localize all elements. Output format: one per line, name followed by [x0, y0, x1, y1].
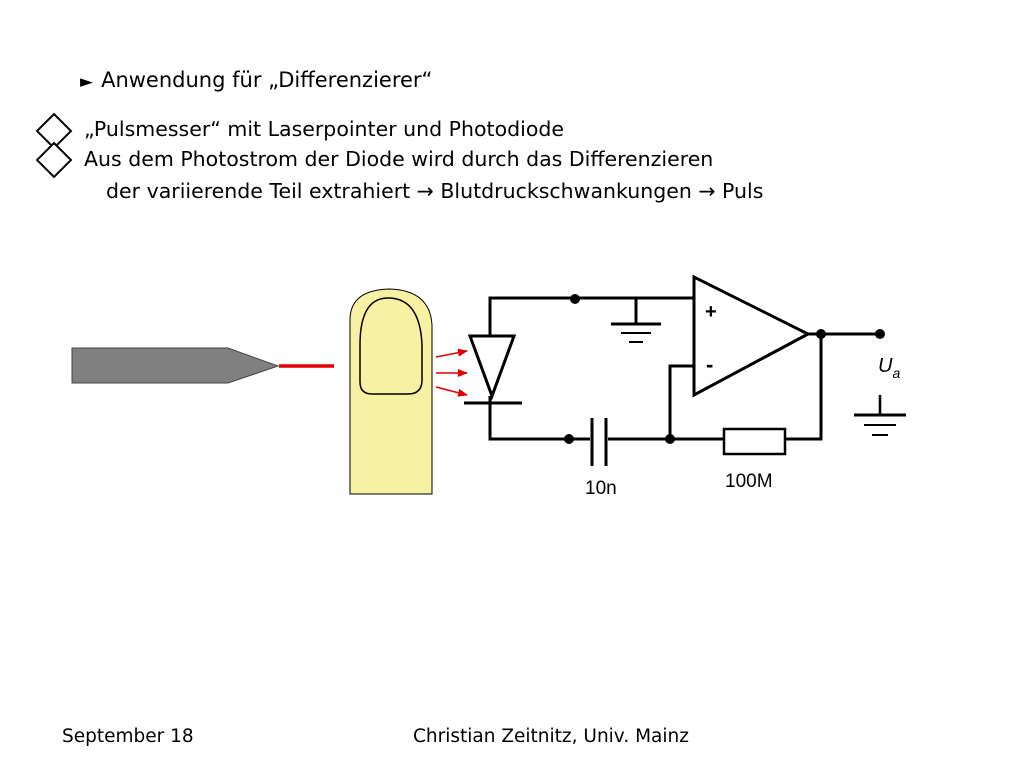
bullet-1-text: „Pulsmesser“ mit Laserpointer und Photod… — [84, 117, 565, 141]
bullet-2-continuation: der variierende Teil extrahiert → Blutdr… — [106, 179, 764, 203]
footer-date: September 18 — [62, 726, 194, 747]
opamp — [692, 274, 812, 398]
footer-author: Christian Zeitnitz, Univ. Mainz — [413, 726, 689, 747]
opamp-plus-sign: + — [705, 301, 717, 323]
junction-dot — [564, 434, 574, 444]
fingernail — [359, 297, 423, 395]
resistor — [722, 427, 787, 456]
resistor-label: 100M — [725, 471, 773, 492]
junction-dot — [570, 294, 580, 304]
output-ground-symbol — [854, 395, 906, 436]
junction-dot — [816, 329, 826, 339]
capacitor — [590, 418, 608, 466]
photodiode — [464, 334, 522, 405]
title-arrow-icon: ► — [80, 72, 94, 92]
opamp-minus-sign: - — [706, 352, 713, 377]
capacitor-label: 10n — [585, 478, 617, 499]
light-arrow — [435, 348, 468, 358]
output-terminal-dot — [875, 329, 885, 339]
output-voltage-label: Ua — [878, 355, 900, 381]
bullet-2-text: Aus dem Photostrom der Diode wird durch … — [84, 147, 714, 171]
output-voltage-sub: a — [892, 365, 900, 381]
circuit-wires — [488, 296, 880, 441]
slide-title: ► Anwendung für „Differenzierer“ — [80, 66, 432, 96]
junction-dot — [665, 434, 675, 444]
ground-symbol — [611, 322, 661, 343]
output-voltage-main: U — [878, 355, 893, 377]
junction-dots — [564, 294, 885, 444]
light-arrow — [435, 386, 468, 397]
slide-title-text: Anwendung für „Differenzierer“ — [101, 68, 433, 92]
laser-pointer — [71, 347, 280, 384]
